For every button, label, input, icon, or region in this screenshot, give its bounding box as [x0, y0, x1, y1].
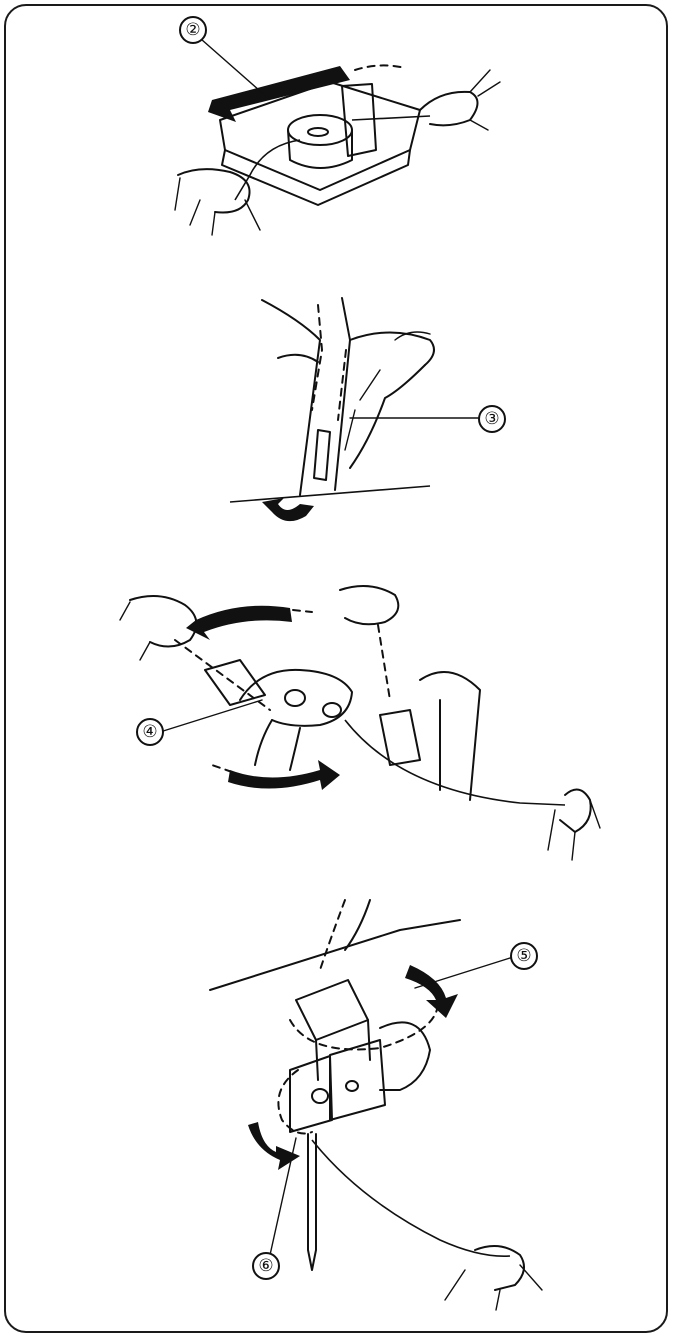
illustration-take-up-channel: ③	[0, 280, 676, 530]
thread-guide-plate-drawing	[0, 0, 676, 260]
illustration-thread-hook: ④	[0, 560, 676, 860]
callout-2: ②	[179, 16, 207, 44]
illustration-needle-threading: ⑤ ⑥	[0, 870, 676, 1310]
illustration-thread-guide-plate: ②	[0, 0, 676, 260]
callout-5: ⑤	[510, 942, 538, 970]
needle-threading-drawing	[0, 870, 676, 1310]
callout-6: ⑥	[252, 1252, 280, 1280]
take-up-channel-drawing	[0, 280, 676, 530]
callout-4: ④	[136, 718, 164, 746]
callout-3: ③	[478, 405, 506, 433]
thread-hook-drawing	[0, 560, 676, 860]
